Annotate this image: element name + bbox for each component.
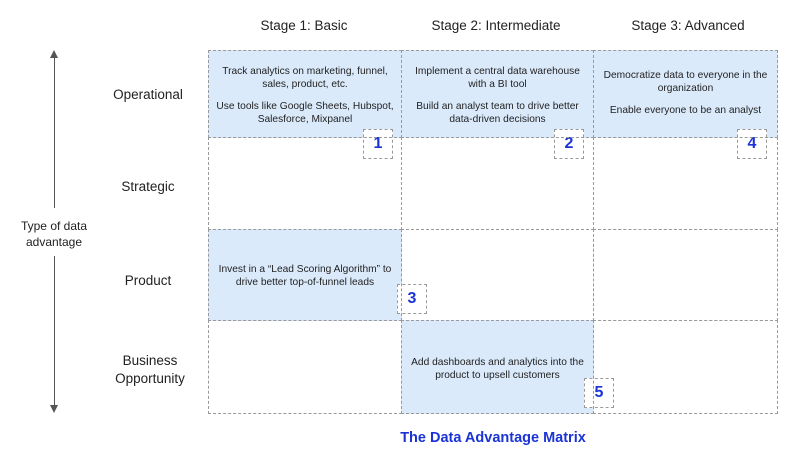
row-header-business-opportunity: Business Opportunity: [115, 353, 185, 386]
cell-strategic-basic: [208, 137, 402, 230]
cell-operational-advanced: Democratize data to everyone in the orga…: [593, 50, 778, 159]
cell-line: Enable everyone to be an analyst: [609, 105, 762, 116]
matrix-grid: Track analytics on marketing, funnel, sa…: [208, 50, 778, 414]
cell-line: Implement a central data warehouse with …: [415, 66, 580, 90]
cell-strategic-advanced: [593, 137, 778, 230]
row-header-strategic: Strategic: [121, 179, 175, 194]
cell-line: Democratize data to everyone in the orga…: [603, 70, 768, 94]
cell-line: Track analytics on marketing, funnel, sa…: [222, 66, 388, 90]
badge-2: 2: [554, 129, 584, 159]
badge-3: 3: [397, 284, 427, 314]
badge-1: 1: [363, 129, 393, 159]
cell-strategic-intermediate: [401, 137, 594, 230]
arrow-down-icon: [50, 405, 58, 413]
cell-line: Use tools like Google Sheets, Hubspot, S…: [216, 101, 394, 125]
column-header-stage-2: Stage 2: Intermediate: [431, 18, 561, 33]
cell-text: Track analytics on marketing, funnel, sa…: [215, 65, 395, 126]
cell-operational-basic: Track analytics on marketing, funnel, sa…: [208, 50, 402, 159]
arrow-up-icon: [50, 50, 58, 58]
cell-product-intermediate: [401, 229, 594, 321]
column-header-stage-3: Stage 3: Advanced: [631, 18, 745, 33]
cell-line: Invest in a “Lead Scoring Algorithm” to …: [218, 264, 392, 288]
cell-business-basic: [208, 320, 402, 414]
column-header-stage-1: Stage 1: Basic: [260, 18, 348, 33]
cell-line: Add dashboards and analytics into the pr…: [411, 357, 584, 381]
cell-line: Build an analyst team to drive better da…: [416, 101, 579, 125]
axis-line-bottom: [54, 256, 55, 408]
row-header-operational: Operational: [113, 87, 183, 102]
cell-product-basic: Invest in a “Lead Scoring Algorithm” to …: [208, 229, 427, 321]
axis-label: Type of data advantage: [20, 219, 88, 249]
cell-product-advanced: [593, 229, 778, 321]
badge-5: 5: [584, 378, 614, 408]
axis-line-top: [54, 56, 55, 208]
badge-4: 4: [737, 129, 767, 159]
cell-business-intermediate: Add dashboards and analytics into the pr…: [401, 320, 614, 414]
cell-operational-intermediate: Implement a central data warehouse with …: [401, 50, 594, 159]
cell-business-advanced: [593, 320, 778, 414]
cell-text: Democratize data to everyone in the orga…: [600, 69, 771, 117]
cell-text: Invest in a “Lead Scoring Algorithm” to …: [215, 263, 395, 289]
cell-text: Implement a central data warehouse with …: [408, 65, 587, 126]
diagram-title: The Data Advantage Matrix: [400, 430, 586, 446]
row-header-product: Product: [124, 273, 172, 288]
cell-text: Add dashboards and analytics into the pr…: [408, 356, 587, 382]
